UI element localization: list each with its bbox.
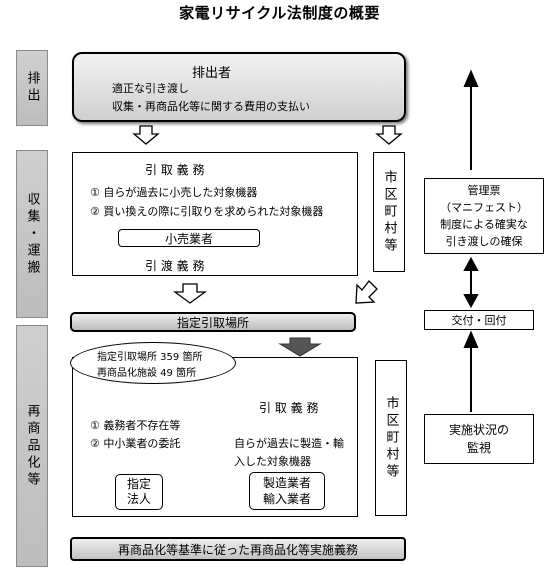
- municipality-top-text: 市区町村等: [381, 169, 397, 255]
- hollow-down-arrow-icon: [132, 125, 160, 145]
- monitor-line1: 実施状況の: [448, 423, 509, 437]
- emitter-line2: 収集・再商品化等に関する費用の支払い: [112, 100, 310, 113]
- municipality-box-top: 市区町村等: [373, 152, 405, 272]
- importer-line: 輸入業者: [262, 492, 311, 506]
- emitter-line1: 適正な引き渡し: [112, 82, 189, 95]
- side-label-shushu-text: 収集・運搬: [24, 191, 40, 277]
- recycle-desc2: 入した対象機器: [234, 455, 311, 468]
- facility-count-ellipse: 指定引取場所 359 箇所 再商品化施設 49 箇所: [70, 342, 236, 384]
- recycle-plants-count: 再商品化施設 49 箇所: [97, 368, 197, 379]
- manifest-line3: 制度による確実な: [440, 218, 528, 231]
- recycling-duty-bar: 再商品化等基準に従った再商品化等実施義務: [70, 537, 406, 561]
- recycle-item1: ① 義務者不存在等: [90, 419, 181, 432]
- collection-site-bar: 指定引取場所: [70, 312, 356, 332]
- emitter-box: 排出者 適正な引き渡し 収集・再商品化等に関する費用の支払い: [72, 52, 406, 122]
- municipality-box-bottom: 市区町村等: [375, 360, 407, 516]
- designated-corp-box: 指定 法人: [115, 474, 163, 510]
- emitter-title: 排出者: [192, 66, 232, 81]
- municipality-bottom-text: 市区町村等: [383, 395, 399, 481]
- up-arrow-icon: [463, 69, 479, 170]
- retail-box: 引 取 義 務 ① 自らが過去に小売した対象機器 ② 買い換えの際に引取りを求め…: [72, 152, 358, 276]
- maker-importer-box: 製造業者 輸入業者: [249, 472, 325, 510]
- recycle-duty-take: 引 取 義 務: [259, 401, 319, 415]
- monitor-box: 実施状況の 監視: [424, 414, 534, 464]
- recycle-box: ① 義務者不存在等 ② 中小業者の委託 引 取 義 務 自らが過去に製造・輸 入…: [72, 357, 358, 517]
- side-label-haishutsu: 排出: [16, 50, 48, 126]
- retail-item2: ② 買い換えの際に引取りを求められた対象機器: [90, 205, 324, 218]
- side-label-saishohin-text: 再商品化等: [24, 403, 40, 489]
- side-label-shushu: 収集・運搬: [16, 150, 48, 318]
- hollow-down-arrow-icon: [375, 125, 403, 145]
- manifest-line4: 引き渡しの確保: [445, 235, 523, 248]
- recycle-item2: ② 中小業者の委託: [90, 437, 181, 450]
- side-label-saishohin: 再商品化等: [16, 325, 48, 567]
- maker-line: 製造業者: [262, 476, 311, 490]
- designated-corp-line1: 指定: [126, 477, 151, 491]
- up-arrow-icon: [463, 330, 479, 412]
- manifest-line1: 管理票: [467, 184, 501, 197]
- dark-down-arrow-icon: [278, 337, 322, 357]
- retail-item1: ① 自らが過去に小売した対象機器: [90, 186, 258, 199]
- designated-sites-count: 指定引取場所 359 箇所: [97, 352, 203, 363]
- retail-duty-take: 引 取 義 務: [145, 163, 205, 177]
- manifest-box: 管理票 （マニフェスト） 制度による確実な 引き渡しの確保: [424, 178, 544, 254]
- retail-duty-deliver: 引 渡 義 務: [145, 259, 205, 273]
- hollow-diagonal-arrow-icon: [355, 280, 378, 304]
- designated-corp-line2: 法人: [126, 492, 151, 506]
- page-title: 家電リサイクル法制度の概要: [179, 4, 380, 22]
- monitor-line2: 監視: [466, 441, 491, 455]
- issue-box: 交付・回付: [424, 310, 534, 330]
- double-arrow-icon: [463, 256, 479, 309]
- hollow-down-arrow-icon: [173, 283, 207, 304]
- retailer-label: 小売業者: [118, 229, 260, 247]
- manifest-line2: （マニフェスト）: [440, 201, 528, 214]
- side-label-haishutsu-text: 排出: [24, 71, 40, 105]
- recycle-desc1: 自らが過去に製造・輸: [234, 437, 344, 450]
